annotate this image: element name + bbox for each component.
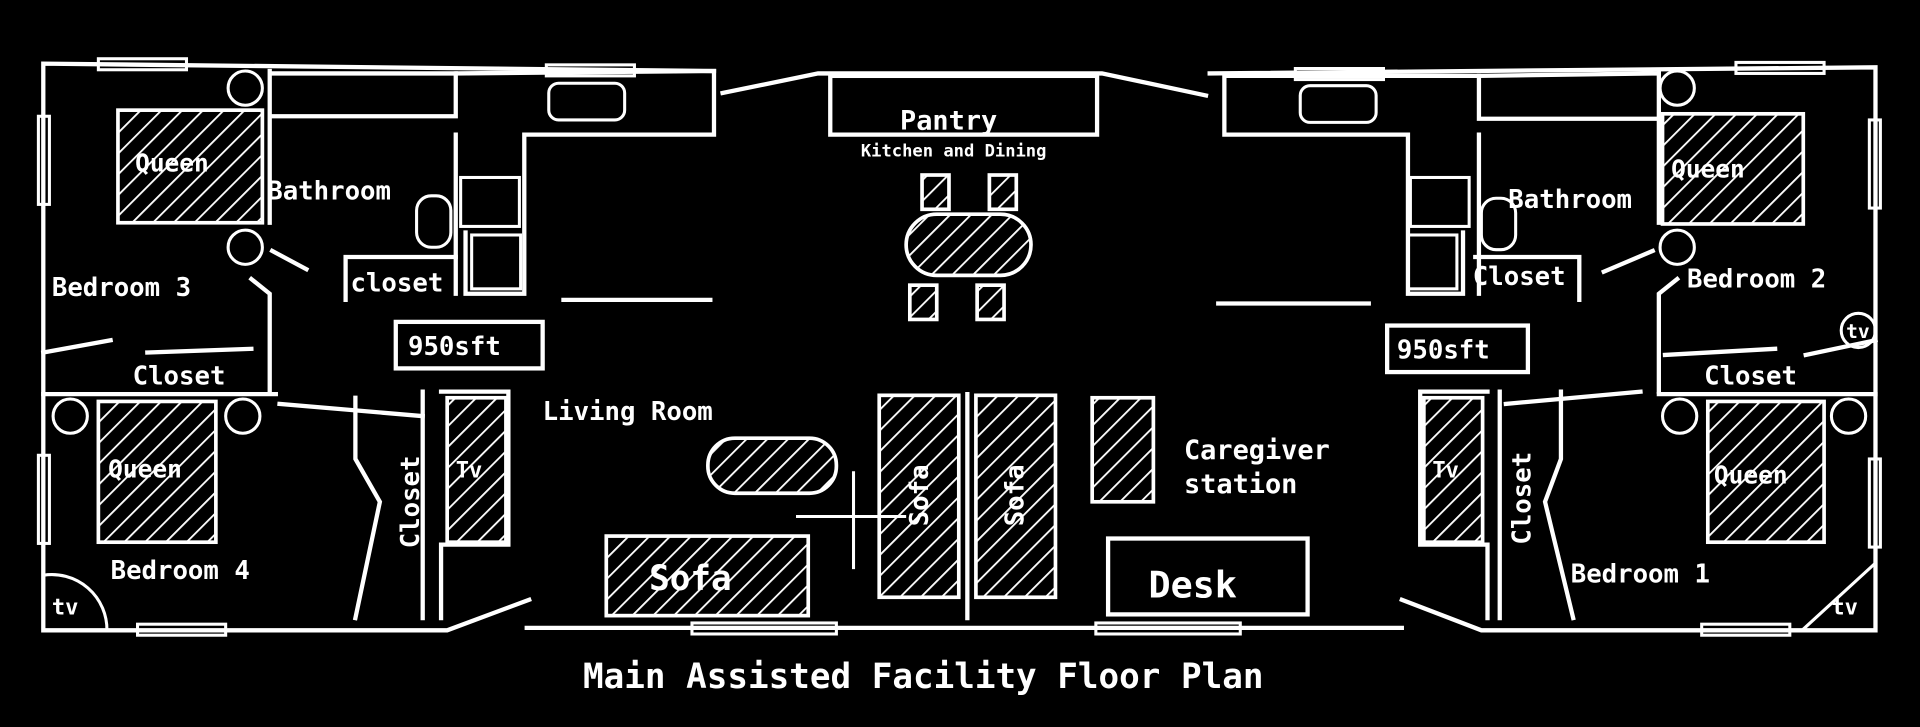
caregiver-table: [1090, 395, 1156, 504]
tv-left: [445, 395, 508, 545]
coffee-table: [706, 436, 839, 496]
pantry-label: Pantry: [900, 106, 997, 137]
bedroom-2-label: Bedroom 2: [1687, 265, 1826, 295]
tv-label: Tv: [1432, 458, 1459, 483]
sofa-right: [974, 393, 1058, 600]
tv-label: tv: [1831, 595, 1858, 620]
walls: [40, 61, 1879, 633]
dining-table: [904, 212, 1033, 278]
bathroom-right-label: Bathroom: [1508, 185, 1632, 215]
bed-bedroom-2: [1660, 111, 1806, 226]
closet-label: closet: [350, 268, 443, 298]
plan-title: Main Assisted Facility Floor Plan: [583, 657, 1263, 697]
station-label: station: [1184, 469, 1297, 500]
queen-label: Queen: [135, 148, 209, 177]
sofa-label: Sofa: [905, 464, 935, 526]
closet-label: Closet: [1507, 452, 1537, 545]
bathroom-left-label: Bathroom: [267, 176, 391, 206]
sofa-left: [877, 393, 961, 600]
desk: [1105, 536, 1310, 617]
closet-label: Closet: [1704, 361, 1797, 391]
area-box-right: [1385, 323, 1531, 375]
closet-label: Closet: [396, 456, 426, 549]
area-box-left: [393, 319, 545, 371]
furniture: [96, 108, 1826, 618]
windows: [36, 57, 1882, 637]
area-left-label: 950sft: [408, 332, 501, 362]
kitchen-dining-label: Kitchen and Dining: [861, 142, 1047, 162]
bedroom-1-label: Bedroom 1: [1571, 560, 1710, 590]
sofa-label: Sofa: [1001, 464, 1031, 526]
sofa-label: Sofa: [649, 559, 731, 599]
tv-label: tv: [52, 595, 79, 620]
tv-label: tv: [1846, 320, 1870, 343]
queen-label: Queen: [1714, 460, 1788, 489]
bed-bedroom-1: [1705, 399, 1826, 545]
queen-label: Queen: [1671, 154, 1745, 183]
living-room-label: Living Room: [543, 397, 713, 427]
bed-bedroom-4: [96, 399, 218, 545]
caregiver-label: Caregiver: [1184, 435, 1330, 466]
area-right-label: 950sft: [1397, 336, 1490, 366]
queen-label: Queen: [108, 454, 182, 483]
bedroom-4-label: Bedroom 4: [111, 556, 250, 586]
tv-right: [1422, 395, 1485, 545]
fixtures: [43, 69, 1878, 632]
bedroom-3-label: Bedroom 3: [52, 273, 191, 303]
sofa-bottom: [604, 534, 811, 618]
closet-label: Closet: [133, 361, 226, 391]
desk-label: Desk: [1148, 563, 1236, 606]
closet-label: Closet: [1473, 262, 1566, 292]
tv-label: Tv: [456, 458, 483, 483]
bed-bedroom-3: [116, 108, 265, 225]
